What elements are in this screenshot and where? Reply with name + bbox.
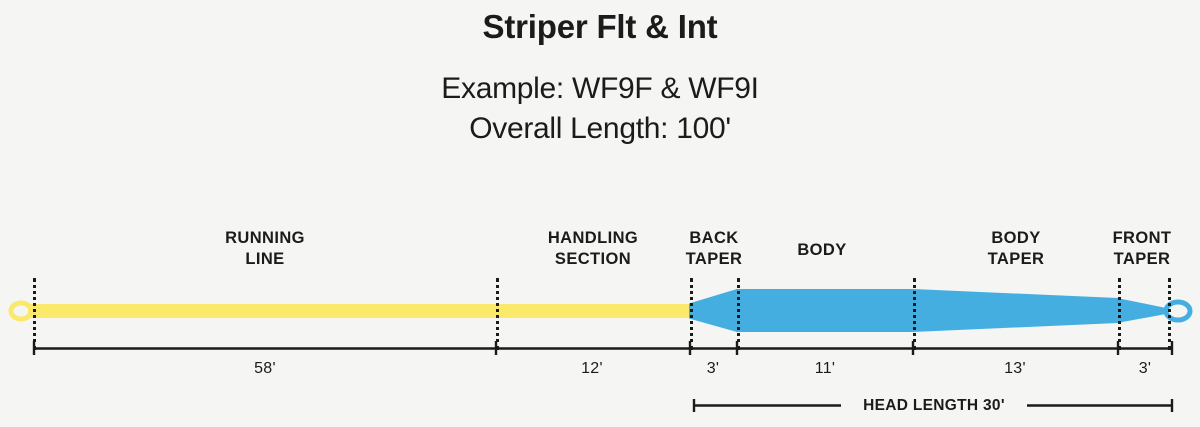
running-line-body	[28, 304, 690, 318]
segment-label-body-taper: BODY TAPER	[987, 229, 1045, 268]
back-taper-shape	[689, 289, 737, 332]
head-length-label: HEAD LENGTH 30'	[863, 397, 1005, 414]
divider-body-body-taper	[913, 278, 916, 350]
front-loop-icon	[1163, 299, 1193, 323]
measurement-front-taper: 3'	[1138, 360, 1152, 377]
measurement-body: 11'	[814, 360, 836, 377]
divider-running-handling	[496, 278, 499, 350]
divider-back-taper-body	[737, 278, 740, 350]
divider-line-start	[33, 278, 36, 350]
measurement-running-line: 58'	[254, 360, 276, 377]
divider-handling-back-taper	[690, 278, 693, 350]
example-subtitle: Example: WF9F & WF9I	[441, 72, 759, 105]
measurement-body-taper: 13'	[1004, 360, 1026, 377]
body-taper-shape	[913, 289, 1118, 332]
body-shape	[736, 289, 914, 332]
front-taper-shape	[1117, 298, 1166, 323]
segment-label-back-taper: BACK TAPER	[685, 229, 743, 268]
divider-body-taper-front-taper	[1118, 278, 1121, 350]
segment-label-running-line: RUNNING LINE	[225, 229, 305, 268]
overall-length-subtitle: Overall Length: 100'	[469, 112, 731, 145]
measurement-back-taper: 3'	[706, 360, 720, 377]
rear-loop-icon	[8, 300, 34, 322]
segment-label-body: BODY	[797, 241, 847, 259]
segment-label-handling-section: HANDLING SECTION	[547, 229, 639, 268]
measurement-handling-section: 12'	[581, 360, 603, 377]
segment-label-front-taper: FRONT TAPER	[1112, 229, 1172, 268]
divider-line-end	[1168, 278, 1171, 350]
page-title: Striper Flt & Int	[482, 8, 718, 45]
